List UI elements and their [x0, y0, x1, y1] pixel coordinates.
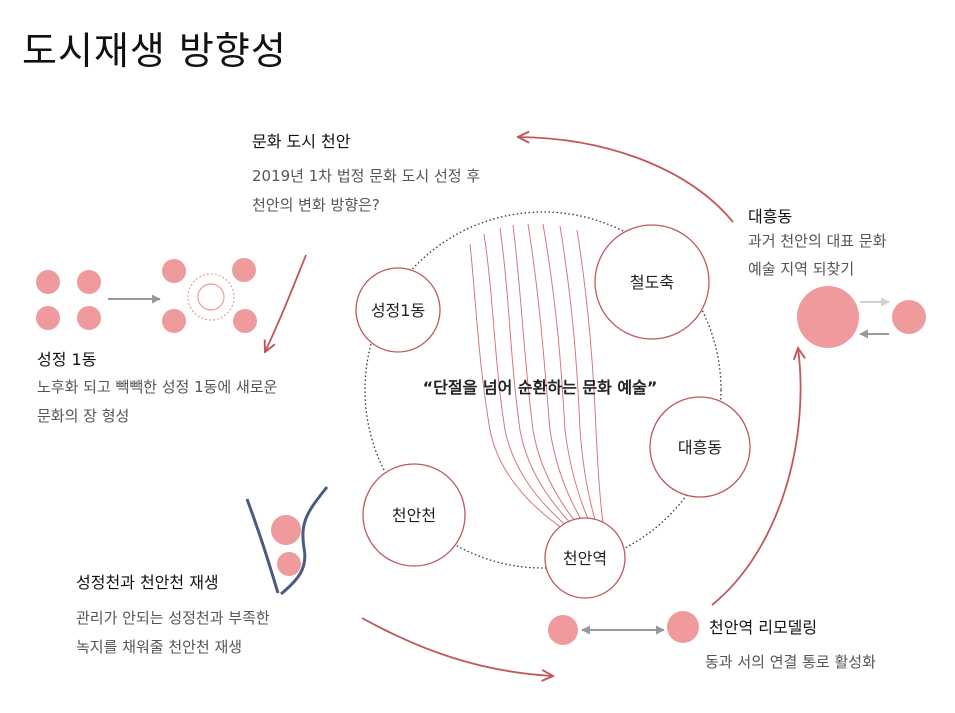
node-railway-label: 철도축: [630, 273, 674, 292]
culture-city-heading: 문화 도시 천안: [252, 132, 351, 151]
seongjeong-heading: 성정 1동: [37, 350, 97, 369]
node-cheonancheon-label: 천안천: [392, 506, 436, 525]
node-daeheung-label: 대흥동: [678, 438, 722, 457]
culture-city-line-2: 천안의 변화 방향은?: [252, 196, 380, 214]
station-heading: 천안역 리모델링: [709, 618, 818, 637]
node-railway-circle: [594, 224, 710, 340]
streams-heading: 성정천과 천안천 재생: [76, 573, 219, 592]
node-station-label: 천안역: [563, 549, 607, 568]
arrow-top-cycle: [518, 137, 734, 223]
seongjeong-line-2: 문화의 장 형성: [37, 407, 130, 425]
streams-icon: [245, 486, 329, 596]
daeheung-line-2: 예술 지역 되찾기: [748, 260, 855, 278]
streams-line-1: 관리가 안되는 성정천과 부족한: [76, 609, 270, 627]
page-title: 도시재생 방향성: [22, 29, 287, 73]
arrow-right-cycle: [711, 348, 801, 606]
seongjeong-line-1: 노후화 되고 빽빽한 성정 1동에 새로운: [37, 378, 278, 396]
station-line-1: 동과 서의 연결 통로 활성화: [705, 653, 876, 671]
railway-lines: [469, 223, 606, 539]
culture-city-line-1: 2019년 1차 법정 문화 도시 선정 후: [252, 167, 481, 185]
node-daeheung-circle: [649, 396, 751, 498]
node-seongjeong1-label: 성정1동: [371, 301, 425, 320]
streams-line-2: 녹지를 채워줄 천안천 재생: [76, 638, 243, 656]
arrow-left-cycle: [265, 254, 307, 352]
daeheung-heading: 대흥동: [748, 207, 793, 226]
central-ring: [364, 211, 722, 569]
station-icon: [548, 611, 699, 645]
daeheung-line-1: 과거 천안의 대표 문화: [748, 232, 887, 250]
seongjeong-icon: [36, 258, 257, 333]
node-cheonancheon-circle: [362, 463, 466, 567]
center-quote: “단절을 넘어 순환하는 문화 예술”: [423, 378, 658, 397]
node-station-circle: [544, 517, 626, 599]
arrow-bottom-cycle: [361, 617, 553, 676]
daeheung-icon: [797, 286, 926, 348]
node-seongjeong1-circle: [355, 267, 441, 353]
